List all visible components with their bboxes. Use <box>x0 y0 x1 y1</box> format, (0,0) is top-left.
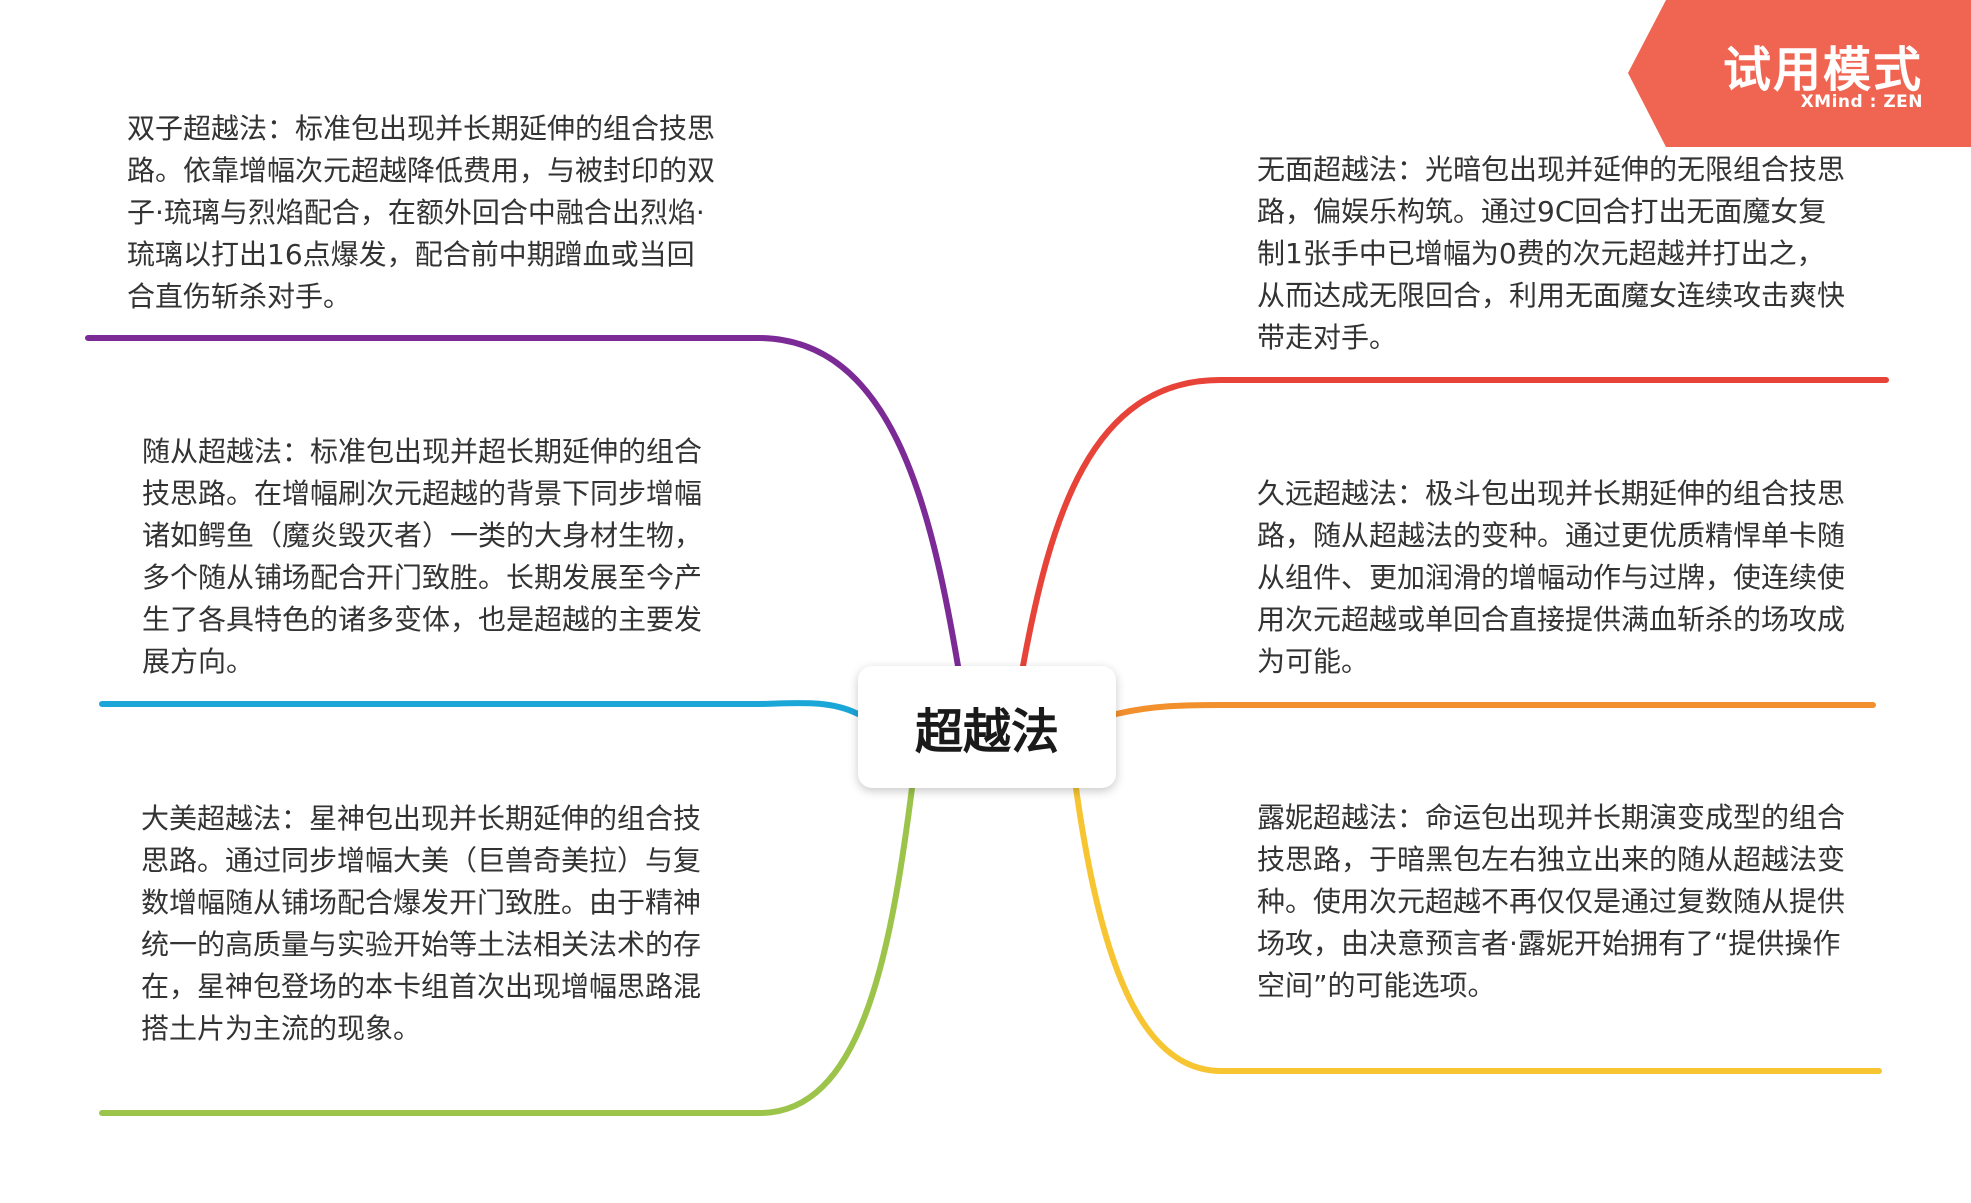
branch-line-top-left <box>85 335 961 669</box>
central-topic[interactable]: 超越法 <box>858 666 1116 788</box>
trial-mode-label: 试用模式 <box>1722 42 1923 98</box>
ribbon-shape <box>1628 0 1971 147</box>
branch-line-middle-right <box>1113 702 1876 717</box>
branch-line-top-right <box>1020 377 1889 669</box>
branch-line-bottom-left <box>99 785 915 1116</box>
topic-bottom-right[interactable]: 露妮超越法：命运包出现并长期演变成型的组合技思路，于暗黑包左右独立出来的随从超越… <box>1257 801 1846 1002</box>
branch-line-middle-left <box>99 700 861 717</box>
topic-middle-left[interactable]: 随从超越法：标准包出现并超长期延伸的组合技思路。在增幅刷次元超越的背景下同步增幅… <box>142 435 703 678</box>
xmind-brand-label: XMind : ZEN <box>1800 92 1923 112</box>
topic-middle-right[interactable]: 久远超越法：极斗包出现并长期延伸的组合技思路，随从超越法的变种。通过更优质精悍单… <box>1257 477 1846 678</box>
topic-bottom-left[interactable]: 大美超越法：星神包出现并长期延伸的组合技思路。通过同步增幅大美（巨兽奇美拉）与复… <box>141 802 702 1045</box>
topic-top-right[interactable]: 无面超越法：光暗包出现并延伸的无限组合技思路，偏娱乐构筑。通过9C回合打出无面魔… <box>1257 153 1846 354</box>
topic-top-left[interactable]: 双子超越法：标准包出现并长期延伸的组合技思路。依靠增幅次元超越降低费用，与被封印… <box>127 112 716 313</box>
branch-line-bottom-right <box>1073 785 1882 1074</box>
trial-mode-ribbon[interactable]: 试用模式 XMind : ZEN <box>1628 0 1971 147</box>
